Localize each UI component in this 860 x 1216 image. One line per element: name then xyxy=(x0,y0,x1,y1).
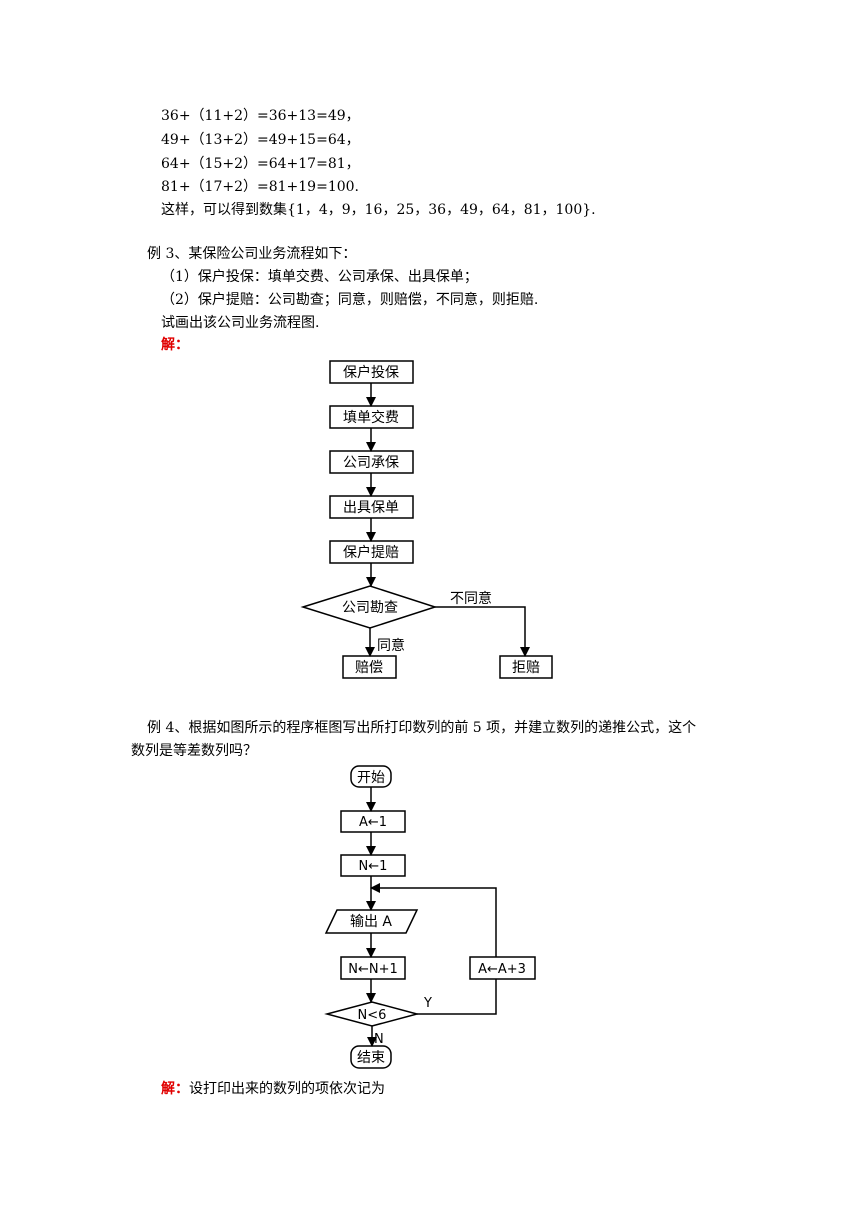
solution4-line: 解：设打印出来的数列的项依次记为 xyxy=(161,1079,385,1099)
solution-label-4: 解： xyxy=(161,1081,189,1097)
decision-survey-label: 公司勘查 xyxy=(342,600,398,616)
example4-line2: 数列是等差数列吗？ xyxy=(131,743,257,759)
start-label: 开始 xyxy=(357,770,385,786)
io-output xyxy=(324,909,419,934)
box-company-accept-label: 公司承保 xyxy=(343,455,399,471)
box-claim-label: 保户提赔 xyxy=(343,544,399,561)
assign-n-label: N←1 xyxy=(359,859,388,874)
condition-label: N<6 xyxy=(358,1008,387,1023)
example3-item1: （1）保户投保：填单交费、公司承保、出具保单； xyxy=(161,269,478,285)
computation-line-1: 36+（11+2）=36+13=49， xyxy=(161,108,360,124)
output-label: 输出 A xyxy=(350,914,392,930)
solution-label-3: 解： xyxy=(161,337,189,353)
example3-title: 例 3、某保险公司业务流程如下： xyxy=(147,246,357,262)
computation-line-3: 64+（15+2）=64+17=81， xyxy=(161,156,360,172)
increment-n-label: N←N+1 xyxy=(348,962,398,977)
condition-yes-label: Y xyxy=(423,996,432,1011)
update-a-label: A←A+3 xyxy=(478,962,526,977)
computation-line-2: 49+（13+2）=49+15=64， xyxy=(161,132,360,148)
box-update-a xyxy=(469,956,536,980)
box-reject-label: 拒赔 xyxy=(512,660,540,676)
assign-a-label: A←1 xyxy=(359,815,387,830)
example4-line1: 例 4、根据如图所示的程序框图写出所打印数列的前 5 项，并建立数列的递推公式，… xyxy=(147,720,697,736)
computation-line-4: 81+（17+2）=81+19=100. xyxy=(161,179,359,195)
box-issue-policy-label: 出具保单 xyxy=(343,500,399,516)
condition-no-label: N xyxy=(374,1032,384,1047)
example3-item2: （2）保户提赔：公司勘查；同意，则赔偿，不同意，则拒赔. xyxy=(161,292,539,308)
box-fill-pay-label: 填单交费 xyxy=(343,409,399,426)
example3-task: 试画出该公司业务流程图. xyxy=(161,315,320,331)
box-insure-label: 保户投保 xyxy=(343,364,399,381)
yes-label: 同意 xyxy=(377,637,405,654)
end-label: 结束 xyxy=(357,1050,385,1066)
conclusion-line: 这样，可以得到数集{1，4，9，16，25，36，49，64，81，100}. xyxy=(161,202,596,218)
box-compensate-label: 赔偿 xyxy=(355,660,383,676)
no-label: 不同意 xyxy=(450,590,492,607)
solution4-text: 设打印出来的数列的项依次记为 xyxy=(189,1081,385,1097)
